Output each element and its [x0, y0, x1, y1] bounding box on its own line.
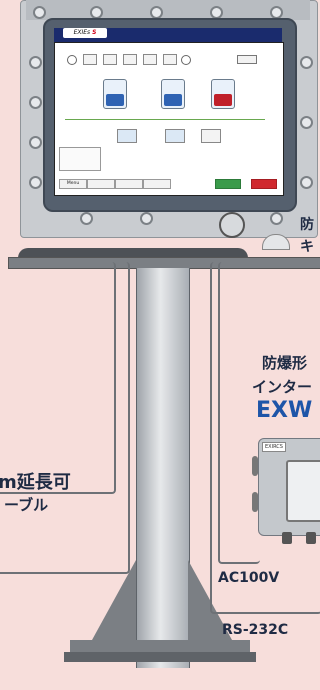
- cable-gland: [282, 532, 292, 544]
- cable: [218, 262, 260, 564]
- cable: [0, 262, 116, 494]
- interface-brand: EXIRCS: [262, 442, 286, 452]
- brand-logo: EXIEs S: [63, 28, 107, 38]
- pipe-line: [65, 119, 265, 120]
- bolt-icon: [33, 6, 46, 19]
- stop-button[interactable]: [251, 179, 277, 189]
- exw-title-1: 防爆形: [262, 354, 308, 372]
- exw-code: EXW: [256, 398, 313, 423]
- cable: [210, 262, 320, 614]
- pump-unit[interactable]: [117, 129, 137, 143]
- screen-button[interactable]: [143, 179, 171, 189]
- bolt-icon: [80, 212, 93, 225]
- ac-label: AC100V: [218, 570, 280, 586]
- pump-unit[interactable]: [165, 129, 185, 143]
- info-panel: [59, 147, 101, 171]
- bolt-icon: [29, 136, 42, 149]
- tank-icon: [163, 54, 177, 65]
- bolt-icon: [270, 212, 283, 225]
- bolt-icon: [300, 56, 313, 69]
- support-pole: [136, 268, 190, 668]
- tank-icon: [103, 54, 117, 65]
- cable-gland: [306, 532, 316, 544]
- tank-icon: [83, 54, 97, 65]
- bolt-icon: [300, 116, 313, 129]
- tank-row: [67, 51, 267, 67]
- prev-icon[interactable]: [67, 55, 77, 65]
- interface-window: [286, 460, 320, 522]
- rs232-label: RS-232C: [222, 622, 289, 638]
- exw-title-2: インター: [252, 378, 313, 396]
- menu-button[interactable]: Menu: [59, 179, 87, 189]
- flange: [18, 248, 248, 258]
- bolt-icon: [140, 212, 153, 225]
- base-plate: [70, 640, 250, 652]
- pump-unit[interactable]: [201, 129, 221, 143]
- hinge-icon: [252, 492, 258, 512]
- tank-icon: [123, 54, 137, 65]
- tank-3[interactable]: [211, 79, 235, 109]
- bolt-icon: [300, 176, 313, 189]
- tank-1[interactable]: [103, 79, 127, 109]
- tank-2[interactable]: [161, 79, 185, 109]
- touch-screen[interactable]: Menu: [54, 42, 284, 196]
- cable: [0, 262, 130, 574]
- next-icon[interactable]: [181, 55, 191, 65]
- bolt-icon: [29, 56, 42, 69]
- screen-button[interactable]: [87, 179, 115, 189]
- enclosure-top-rim: [26, 0, 310, 20]
- enclosure-label-2: キ: [300, 239, 314, 255]
- screen-button[interactable]: [115, 179, 143, 189]
- base-foot: [64, 652, 256, 662]
- bolt-icon: [29, 176, 42, 189]
- tank-icon: [143, 54, 157, 65]
- cable-label: ーブル: [4, 496, 49, 514]
- screen-title-band: [54, 28, 282, 42]
- start-button[interactable]: [215, 179, 241, 189]
- extension-label: m延長可: [0, 472, 71, 493]
- selector-knob-icon[interactable]: [219, 212, 245, 238]
- hinge-icon: [252, 456, 258, 476]
- mode-button[interactable]: [237, 55, 257, 64]
- bolt-icon: [29, 96, 42, 109]
- enclosure-label-1: 防: [300, 217, 314, 233]
